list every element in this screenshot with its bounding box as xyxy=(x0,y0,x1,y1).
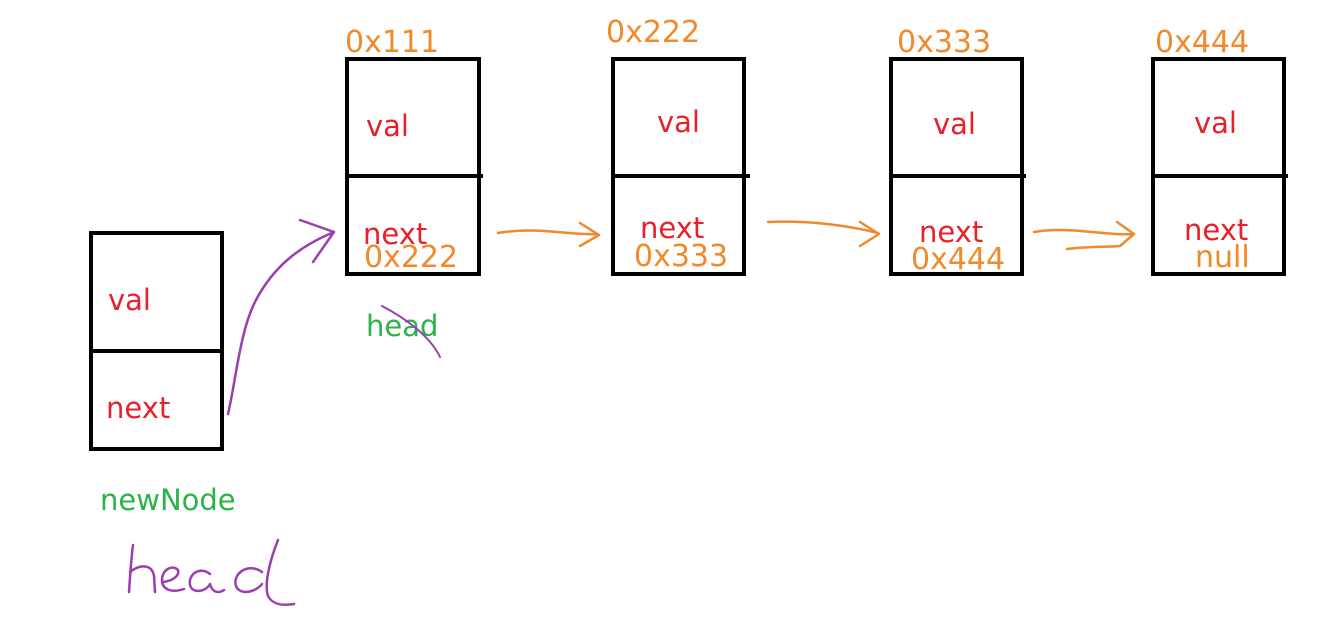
node-4-val-label: val xyxy=(1194,106,1237,140)
pointer-arrow-2-3 xyxy=(766,220,880,235)
node-3-next-label: next xyxy=(919,215,984,249)
node-4-next-label: next xyxy=(1184,213,1249,247)
pointer-arrow-3-4 xyxy=(1032,228,1136,236)
handwritten-head xyxy=(127,538,296,606)
node-1-val-label: val xyxy=(366,109,409,143)
node-3-divider xyxy=(889,174,1026,178)
node-4-address: 0x444 xyxy=(1155,25,1250,60)
node-2-address: 0x222 xyxy=(606,15,701,50)
new-node-next-label: next xyxy=(106,391,171,425)
new-link-arrowhead xyxy=(298,218,336,264)
node-1 xyxy=(345,57,481,276)
pointer-arrowhead-2-3 xyxy=(858,220,881,248)
new-node-name: newNode xyxy=(100,483,236,517)
node-4-divider xyxy=(1151,174,1288,178)
new-node-divider xyxy=(89,349,224,353)
head-strike-mark xyxy=(381,305,441,358)
node-1-head-label: head xyxy=(366,309,439,343)
node-3-address: 0x333 xyxy=(897,25,992,60)
node-4-next-value: null xyxy=(1195,240,1250,275)
node-1-address: 0x111 xyxy=(345,25,440,60)
node-2 xyxy=(611,57,746,276)
pointer-arrow-1-2 xyxy=(496,229,600,236)
node-3 xyxy=(889,57,1024,276)
node-2-val-label: val xyxy=(657,105,700,139)
node-2-next-label: next xyxy=(640,211,705,245)
new-node-val-label: val xyxy=(108,283,151,317)
node-3-val-label: val xyxy=(933,107,976,141)
new-link-arrow xyxy=(226,230,336,416)
node-2-next-value: 0x333 xyxy=(634,239,729,274)
node-2-divider xyxy=(611,174,750,178)
pointer-arrowhead-3-4 xyxy=(1065,220,1136,251)
node-1-divider xyxy=(345,174,483,178)
node-3-next-value: 0x444 xyxy=(911,242,1006,277)
node-1-next-label: next xyxy=(363,217,428,251)
pointer-arrowhead-1-2 xyxy=(578,221,601,248)
node-4 xyxy=(1151,57,1286,276)
node-1-next-value: 0x222 xyxy=(364,240,459,275)
new-node xyxy=(89,231,224,451)
